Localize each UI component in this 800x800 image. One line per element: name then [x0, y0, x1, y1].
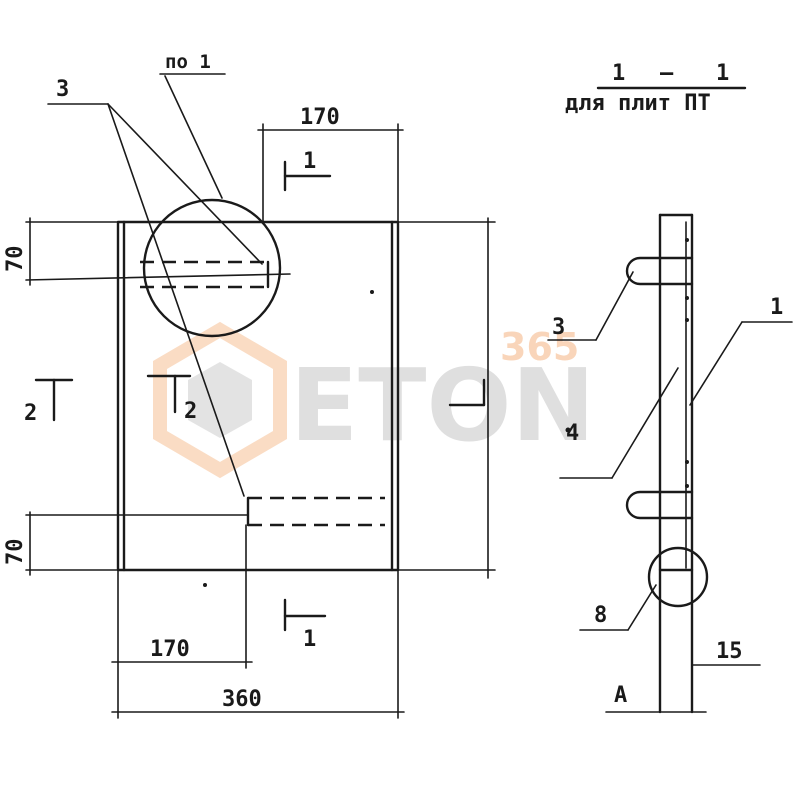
callout-item8: 8: [594, 603, 607, 628]
callout-item3-right-leader: [595, 271, 634, 341]
dim-bottom-total: 360: [222, 687, 262, 712]
ink-dot: [370, 290, 374, 294]
ink-dot: [685, 238, 689, 242]
section-mark-center-label: 2: [184, 399, 197, 424]
section-mark-bottom-label: 1: [303, 627, 316, 652]
section-subtitle: для плит ПТ: [565, 91, 711, 116]
callouts: по 1 3: [47, 51, 263, 497]
detail-circle-side: [647, 546, 709, 608]
dim-left-top-height: 70: [3, 246, 28, 273]
watermark-number: 365: [500, 325, 579, 369]
plate-plan-view: [116, 198, 571, 587]
ink-dot: [685, 296, 689, 300]
ink-dot: [203, 583, 207, 587]
dim-left-top-extension: [25, 273, 291, 281]
section-mark-left-label: 2: [24, 401, 37, 426]
callout-item3-top: 3: [56, 77, 69, 102]
callout-item3-leader-a: [107, 103, 263, 265]
section-title: 1 — 1 для плит ПТ: [565, 61, 747, 116]
callout-po1-leader: [164, 75, 223, 199]
detail-circle-top: [142, 198, 282, 338]
callout-po1: по 1: [165, 51, 211, 73]
section-title-right: 1: [716, 61, 729, 86]
callout-item3-leader-b: [107, 103, 245, 497]
section-title-dash: —: [660, 61, 674, 86]
dimensions: 170 70 70 170 360: [3, 105, 496, 719]
section-title-left: 1: [612, 61, 625, 86]
callout-item4: 4: [566, 421, 579, 446]
ink-dot: [685, 318, 689, 322]
side-section-view: 3 1 4 8 A 15: [547, 213, 793, 714]
dim-bottom-partial: 170: [150, 637, 190, 662]
callout-item1: 1: [770, 295, 783, 320]
watermark-logo-icon: [153, 321, 287, 479]
ink-dot: [565, 427, 571, 433]
watermark-brand: ETON: [290, 347, 595, 464]
callout-item4-leader: [611, 367, 679, 479]
dim-top-width: 170: [300, 105, 340, 130]
section-marks: 1 1 2 2: [24, 149, 486, 652]
dim-side-offset: 15: [716, 639, 743, 664]
ink-dot: [685, 484, 689, 488]
dim-left-bottom-height: 70: [3, 539, 28, 566]
side-anchor-loop-top: [625, 256, 694, 286]
section-mark-top-label: 1: [303, 149, 316, 174]
watermark: ETON 365: [153, 321, 595, 479]
ink-dot: [685, 460, 689, 464]
callout-item1-leader: [689, 321, 743, 406]
view-label-a: A: [614, 683, 627, 708]
callout-item8-leader: [627, 584, 657, 631]
side-anchor-loop-bottom: [625, 490, 694, 520]
callout-item3-right: 3: [552, 315, 565, 340]
